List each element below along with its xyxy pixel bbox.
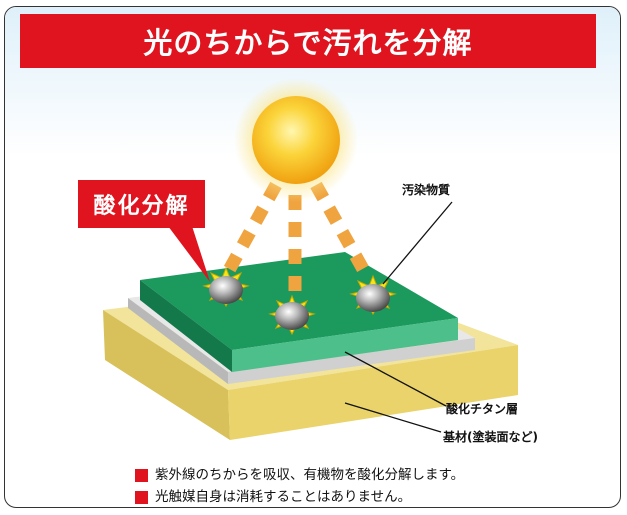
title-banner: 光のちからで汚れを分解 xyxy=(20,14,596,68)
legend-item: 光触媒自身は消耗することはありません。 xyxy=(135,486,464,508)
callout-label: 酸化分解 xyxy=(93,194,190,219)
pollutant-particle xyxy=(349,274,397,316)
bullet-square-icon xyxy=(135,490,148,504)
titanium-layer-label: 酸化チタン層 xyxy=(446,402,519,416)
legend: 紫外線のちからを吸収、有機物を酸化分解します。 光触媒自身は消耗することはありま… xyxy=(135,464,464,508)
pollutant-label: 汚染物質 xyxy=(402,183,451,197)
light-rays xyxy=(222,181,374,300)
substrate-label: 基材(塗装面など) xyxy=(443,430,538,444)
legend-text: 光触媒自身は消耗することはありません。 xyxy=(155,489,412,505)
callout-pointer xyxy=(168,226,210,282)
leader-lines xyxy=(344,201,453,433)
pollutant-particle xyxy=(268,294,316,336)
sun-icon xyxy=(234,78,358,202)
legend-text: 紫外線のちからを吸収、有機物を酸化分解します。 xyxy=(155,467,465,483)
oxidative-decomposition-callout: 酸化分解 xyxy=(78,180,205,228)
legend-item: 紫外線のちからを吸収、有機物を酸化分解します。 xyxy=(135,464,464,486)
pollutant-particle xyxy=(202,266,250,308)
page-title: 光のちからで汚れを分解 xyxy=(143,26,473,60)
bullet-square-icon xyxy=(135,468,148,482)
